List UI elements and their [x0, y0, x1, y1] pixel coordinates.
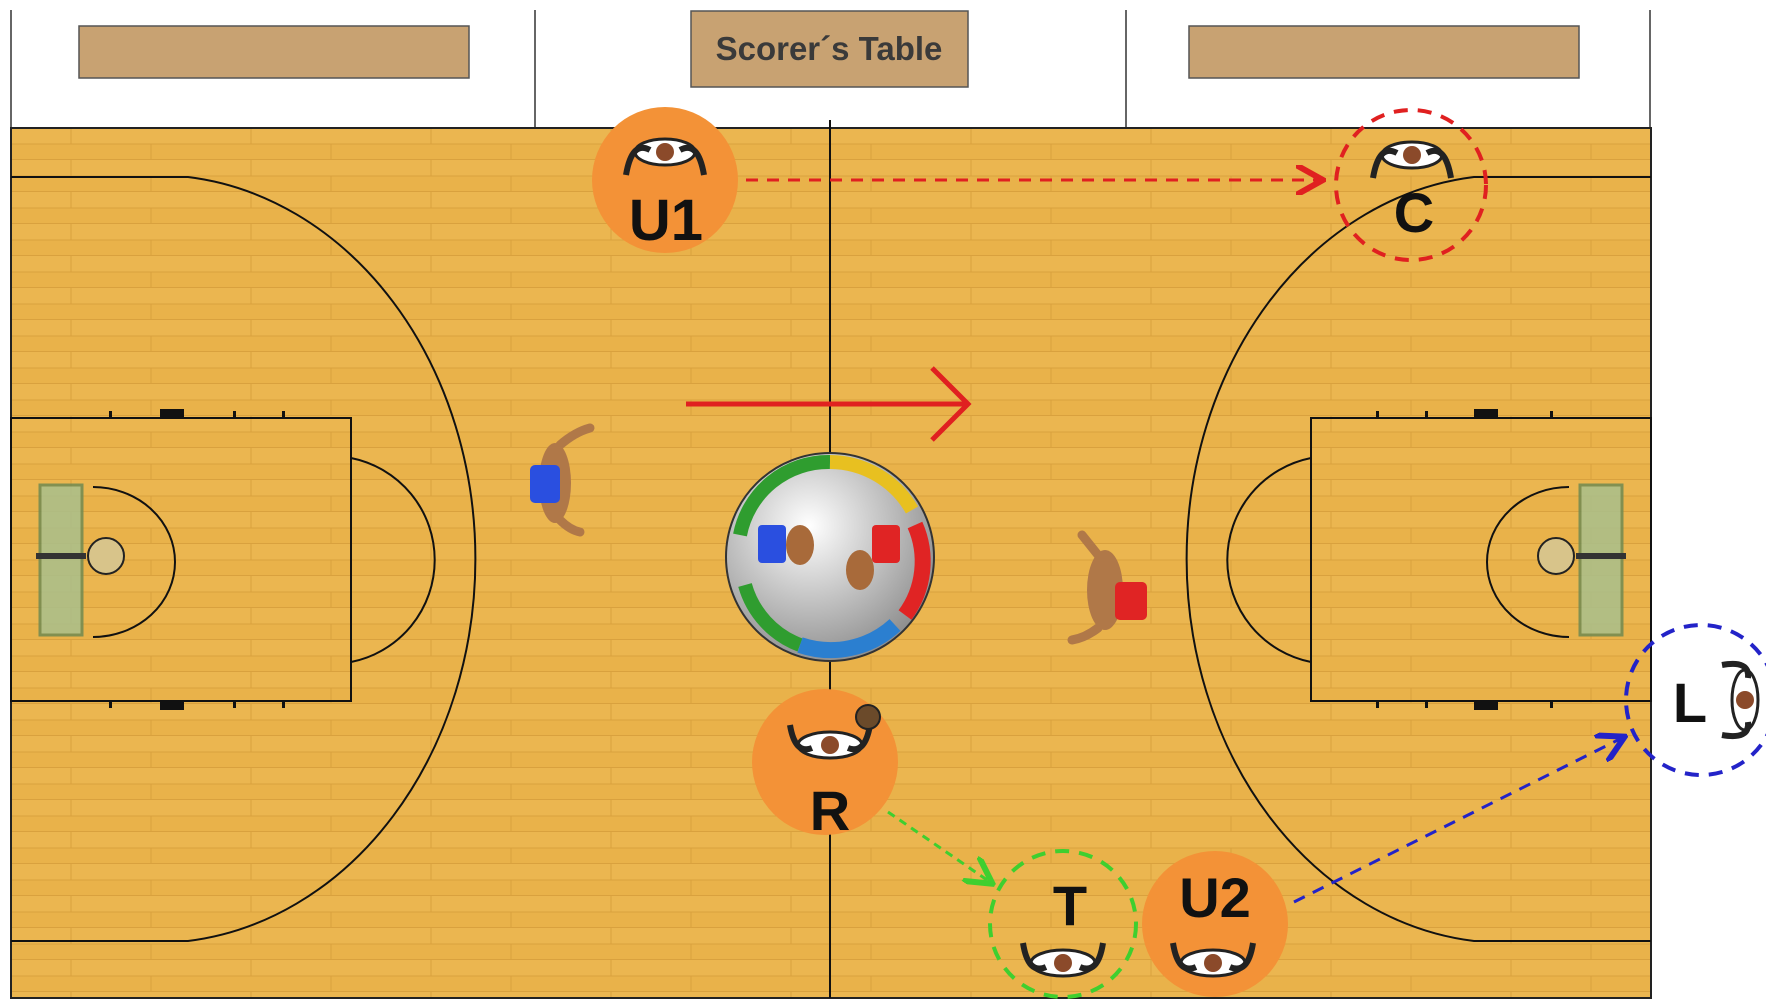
- official-l-label: L: [1673, 671, 1707, 734]
- team-bench-left: [79, 26, 469, 78]
- official-u1: U1: [592, 107, 738, 253]
- team-bench-right: [1189, 26, 1579, 78]
- official-r-label: R: [810, 779, 850, 842]
- official-c-label: C: [1394, 181, 1434, 244]
- official-l-icon: [1722, 664, 1758, 736]
- official-u2: U2: [1142, 851, 1288, 997]
- basketball-icon: [856, 705, 880, 729]
- official-u2-label: U2: [1179, 866, 1251, 929]
- official-u1-label: U1: [629, 188, 703, 253]
- player-blue-center-icon: [758, 525, 786, 563]
- official-t-label: T: [1053, 874, 1087, 937]
- player-red-center-icon: [872, 525, 900, 563]
- center-ball-logo: [726, 453, 934, 661]
- scorer-table-label: Scorer´s Table: [716, 30, 943, 67]
